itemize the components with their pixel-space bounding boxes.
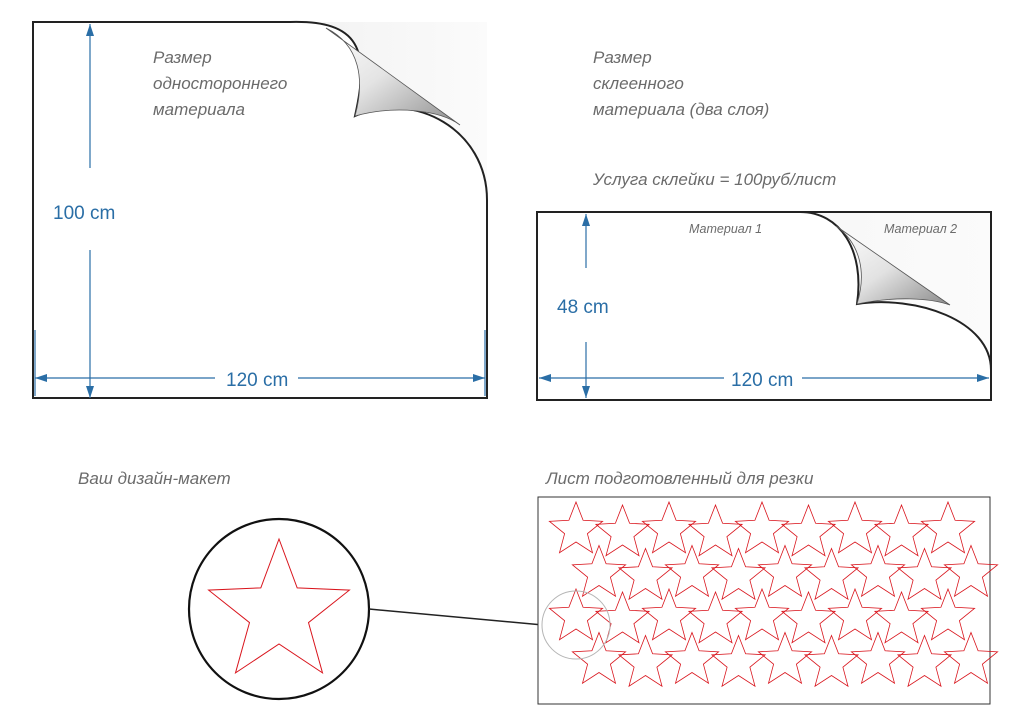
cut-star [687, 503, 744, 557]
cut-star [920, 587, 976, 641]
cut-star [734, 587, 790, 641]
cut-star [641, 587, 697, 641]
cut-star [780, 503, 837, 557]
cut-star [780, 590, 837, 644]
cut-star [734, 500, 790, 554]
cut-star [548, 500, 604, 554]
glued-title-line-2: склеенного [593, 74, 684, 93]
glued-page-curl [835, 225, 951, 306]
cut-star [664, 631, 720, 685]
cut-star [850, 631, 906, 685]
cut-star [617, 634, 674, 688]
single-title-line-2: одностороннего [153, 74, 287, 93]
design-title: Ваш дизайн-макет [78, 469, 231, 488]
cut-star [803, 547, 860, 601]
cut-star [757, 631, 813, 685]
height-dimension-single [86, 24, 94, 398]
cut-star [594, 503, 651, 557]
cut-star [896, 547, 953, 601]
cut-star [943, 544, 999, 598]
width-label-single: 120 cm [226, 370, 288, 391]
cut-star [617, 547, 674, 601]
cut-sheet-title: Лист подготовленный для резки [545, 469, 814, 488]
width-label-glued: 120 cm [731, 370, 793, 391]
single-title-line-3: материала [153, 100, 245, 119]
cut-star [641, 500, 697, 554]
cut-star [757, 544, 813, 598]
single-title: Размер одностороннего материала [153, 48, 287, 119]
cut-star-grid [548, 500, 999, 688]
material-2-label: Материал 2 [884, 222, 957, 236]
design-zoom-circle [187, 517, 371, 701]
glued-title-line-3: материала (два слоя) [593, 100, 769, 119]
single-title-line-1: Размер [153, 48, 212, 67]
height-label-glued: 48 cm [557, 297, 609, 318]
height-label-single: 100 cm [53, 203, 115, 224]
cut-star [803, 634, 860, 688]
page-curl [325, 27, 461, 126]
cut-star [943, 631, 999, 685]
cut-star [710, 547, 767, 601]
cut-star [896, 634, 953, 688]
zoom-source-circle [541, 590, 611, 660]
cut-star [873, 590, 930, 644]
cut-star [571, 631, 627, 685]
width-dimension-single [34, 330, 486, 396]
cut-star [873, 503, 930, 557]
material-1-label: Материал 1 [689, 222, 762, 236]
glued-sheet [536, 211, 992, 401]
glued-title-line-1: Размер [593, 48, 652, 67]
width-dimension-glued [539, 374, 989, 382]
cut-star [827, 500, 883, 554]
cut-star [710, 634, 767, 688]
single-layer-sheet [32, 20, 488, 399]
cut-sheet [537, 496, 991, 705]
cut-star [571, 544, 627, 598]
glued-service-note: Услуга склейки = 100руб/лист [592, 170, 836, 189]
cut-star [920, 500, 976, 554]
cut-star [594, 590, 651, 644]
height-dimension-glued [582, 214, 590, 398]
design-star [207, 537, 351, 675]
cut-star [827, 587, 883, 641]
cut-star [664, 544, 720, 598]
cut-star [548, 587, 604, 641]
cut-star [850, 544, 906, 598]
glued-title: Размер склеенного материала (два слоя) [593, 48, 769, 119]
zoom-connector-line [368, 608, 544, 626]
cut-star [687, 590, 744, 644]
